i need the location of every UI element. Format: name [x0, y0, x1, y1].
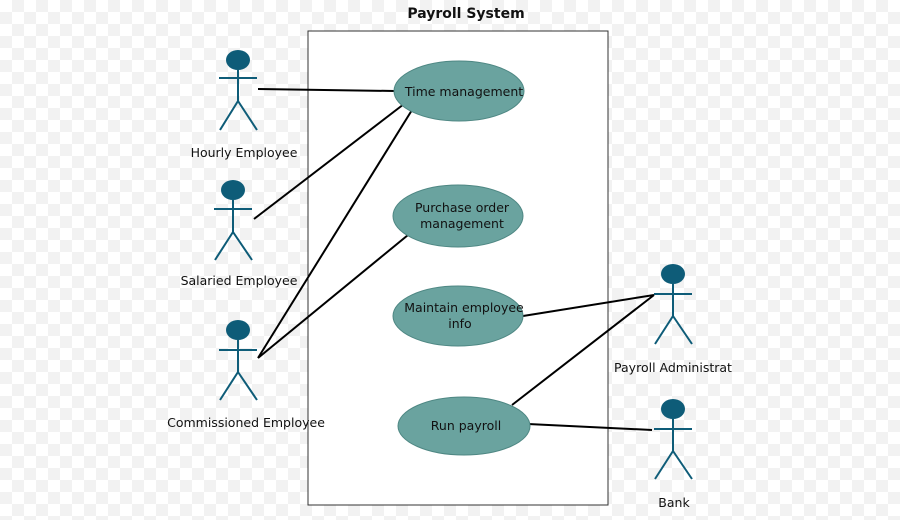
use-case-time-management: Time management — [393, 60, 525, 122]
actor-salaried-employee: Salaried Employee — [181, 180, 298, 288]
association-admin-run — [511, 294, 655, 406]
stick-figure-icon — [214, 180, 253, 261]
stick-figure-icon — [219, 50, 258, 131]
stick-figure-icon — [654, 264, 693, 345]
actor-label: Bank — [658, 495, 690, 510]
actor-label: Payroll Administrat — [614, 360, 732, 375]
actor-hourly-employee: Hourly Employee — [191, 50, 298, 160]
actor-commissioned-employee: Commissioned Employee — [167, 320, 325, 430]
associations — [253, 88, 655, 431]
stick-figure-icon — [219, 320, 258, 401]
actor-bank: Bank — [654, 399, 693, 510]
association-salaried-time — [253, 103, 405, 220]
association-bank-run — [527, 423, 653, 431]
use-case-purchase-order: Purchase order management — [392, 184, 524, 248]
association-admin-maintain — [522, 294, 655, 317]
stick-figure-icon — [654, 399, 693, 480]
use-case-run-payroll: Run payroll — [397, 396, 531, 456]
association-commissioned-time — [257, 109, 413, 359]
system-title: Payroll System — [407, 6, 524, 22]
use-case-label-line-1: Purchase order — [415, 200, 510, 215]
use-case-label-line-2: management — [420, 216, 504, 231]
actor-payroll-administrator: Payroll Administrat — [614, 264, 732, 375]
association-commissioned-purchase — [257, 234, 409, 359]
use-case-label-line-2: info — [448, 316, 471, 331]
use-case-label: Run payroll — [431, 418, 501, 433]
use-case-label-line-1: Maintain employee — [404, 300, 524, 315]
actor-label: Hourly Employee — [191, 145, 298, 160]
use-case-maintain-employee: Maintain employee info — [392, 285, 524, 347]
actor-label: Salaried Employee — [181, 273, 298, 288]
use-case-label: Time management — [404, 84, 523, 99]
association-hourly-time — [257, 88, 395, 92]
actor-label: Commissioned Employee — [167, 415, 325, 430]
